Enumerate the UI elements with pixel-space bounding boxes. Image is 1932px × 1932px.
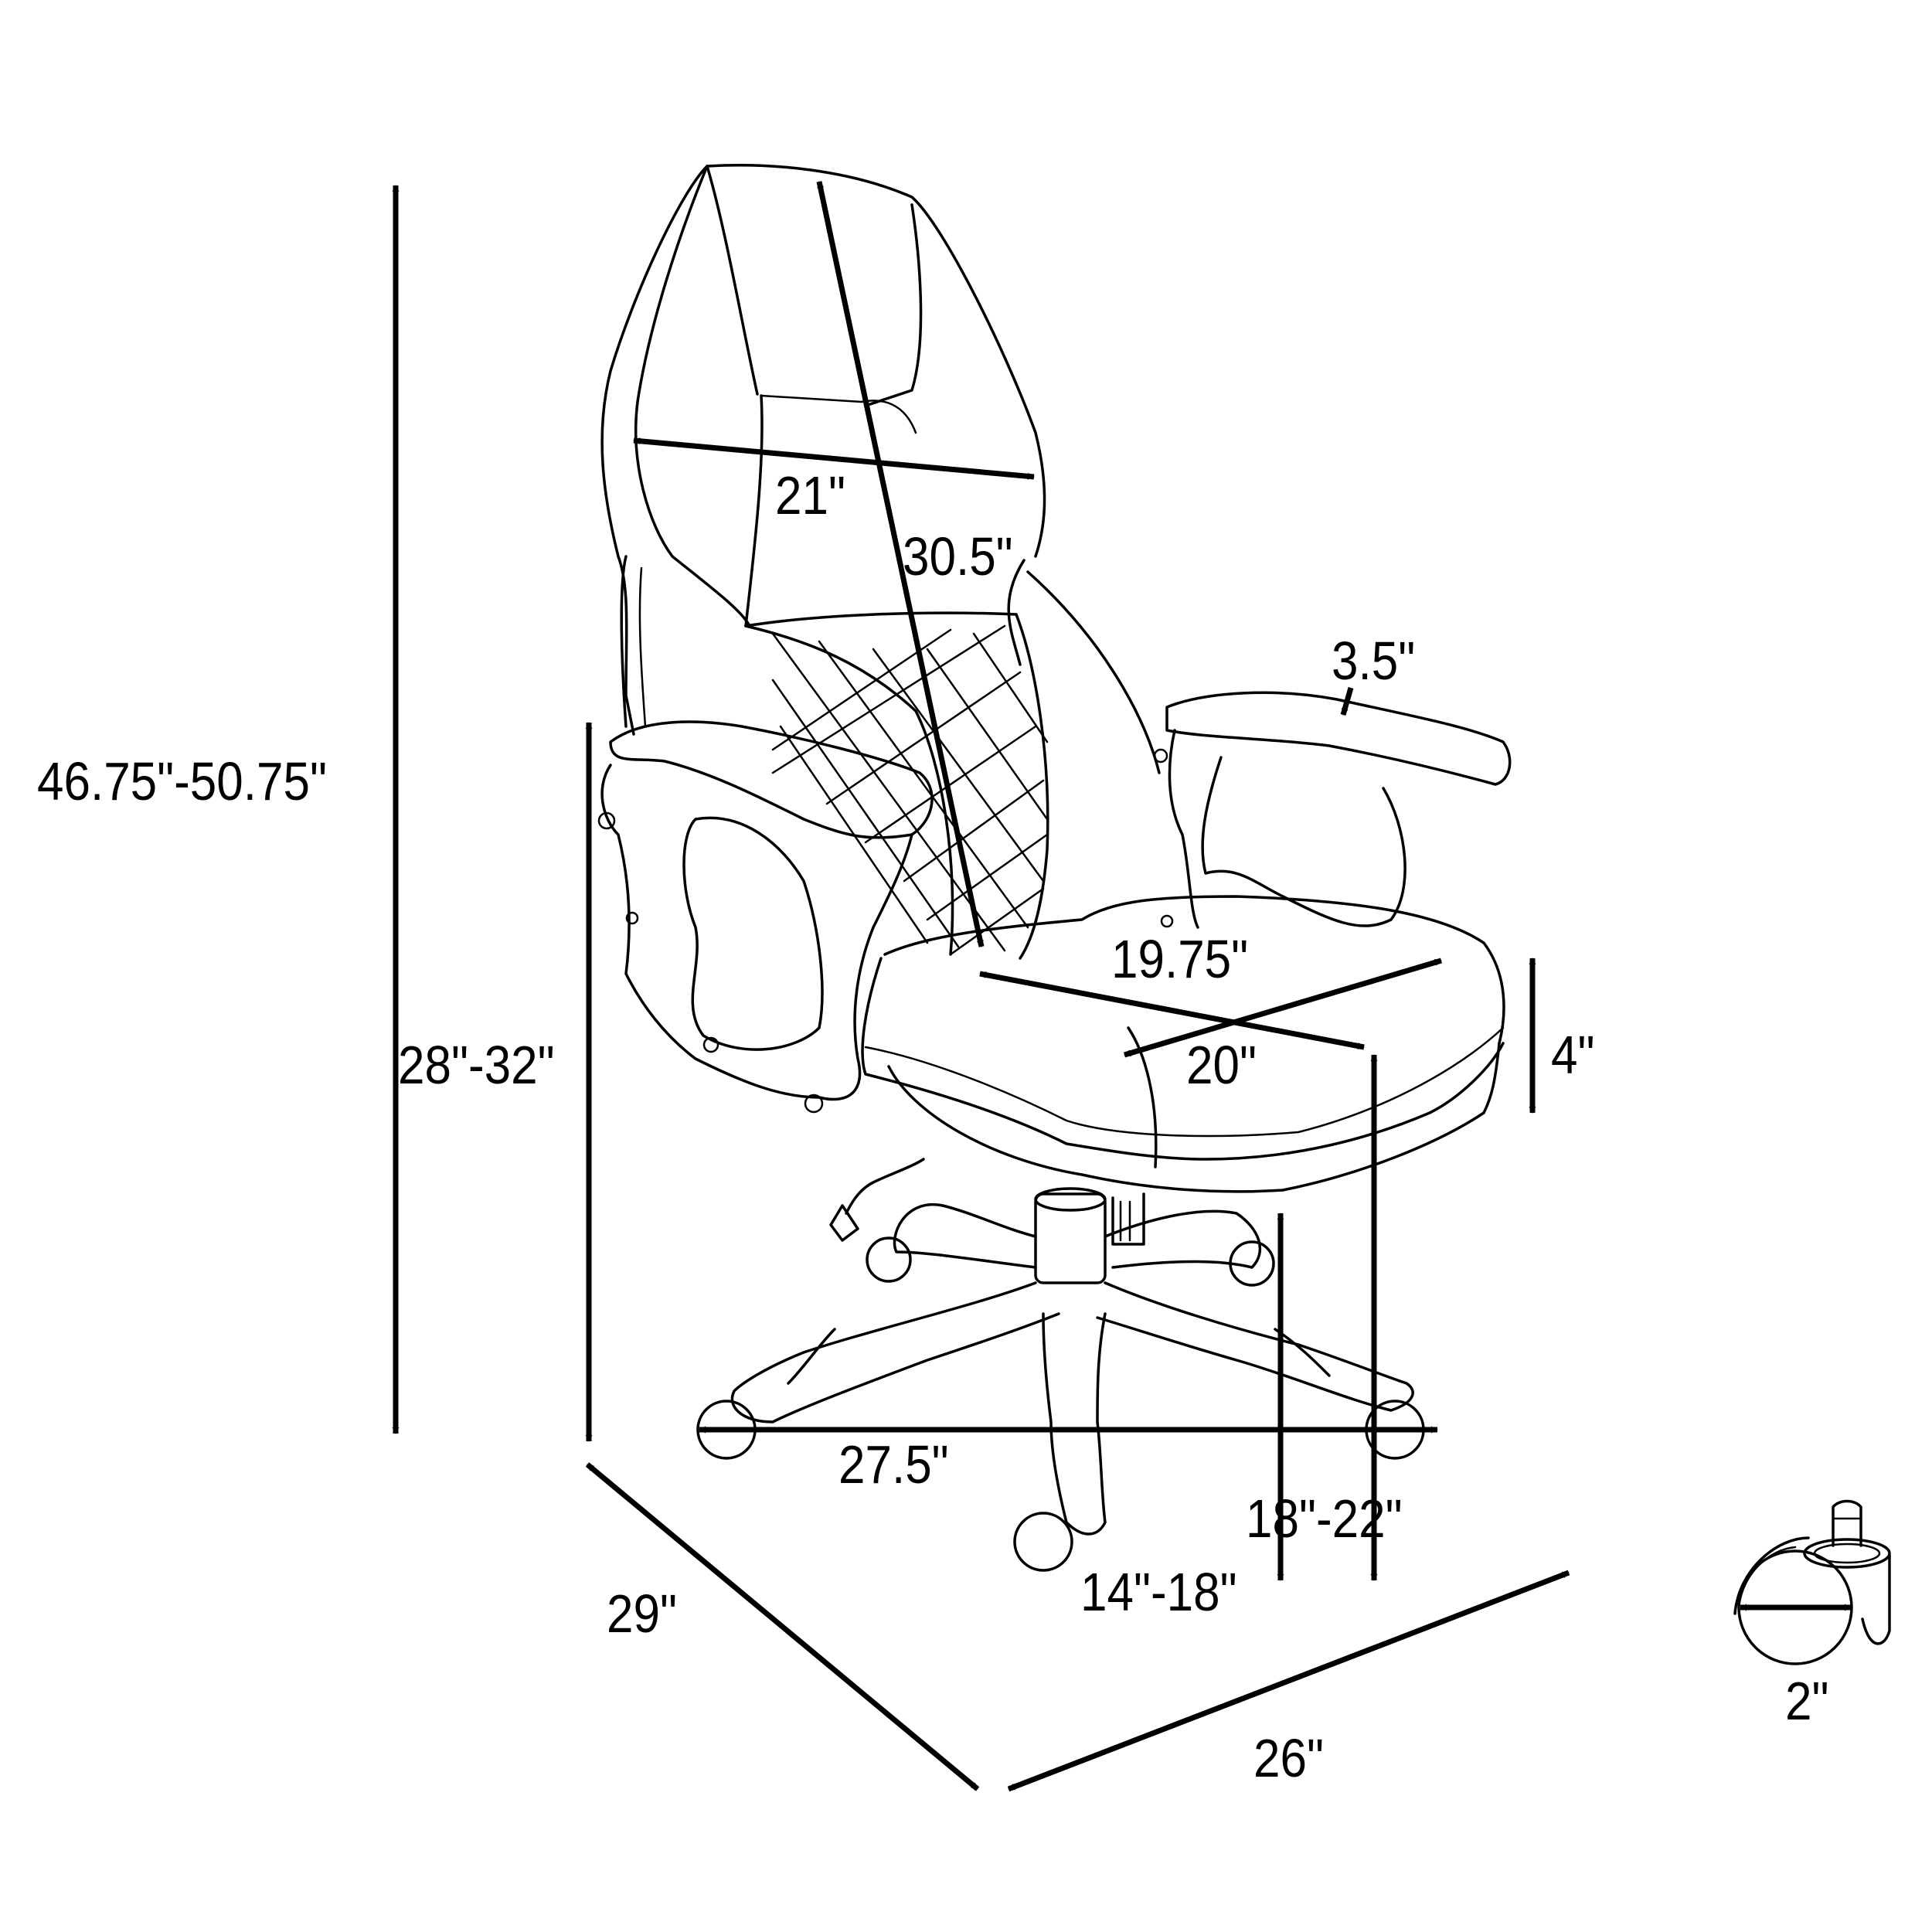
quilt-pattern (771, 624, 1049, 956)
armrest-width-label: 3.5" (1332, 631, 1416, 692)
dimension-lines (392, 181, 1570, 1792)
star-base (696, 1202, 1425, 1572)
seat-thickness-label: 4" (1551, 1026, 1595, 1086)
right-armrest (1153, 691, 1512, 929)
caster-diameter-label: 2" (1785, 1672, 1829, 1732)
overall-height-label: 46.75"-50.75" (37, 752, 327, 812)
caster-detail (1733, 1499, 1891, 1665)
seat-height-label: 18"-22" (1246, 1489, 1403, 1549)
seat-depth-label: 20" (1186, 1036, 1257, 1096)
base-width-label: 27.5" (838, 1435, 949, 1495)
armrest-width-arrow (1340, 687, 1354, 716)
overall-depth-label: 29" (607, 1584, 677, 1645)
mechanism (829, 1158, 1145, 1284)
backrest-height-arrow (816, 181, 985, 947)
seat-depth-arrow (1124, 957, 1442, 1058)
arm-height-label: 28"-32" (398, 1036, 555, 1096)
backrest-height-label: 30.5" (903, 527, 1013, 587)
seat-width-label: 19.75" (1111, 930, 1249, 990)
overall-depth-arrow (585, 1462, 980, 1791)
backrest-width-label: 21" (775, 466, 845, 526)
overall-width-label: 26" (1253, 1729, 1324, 1789)
left-armrest (597, 720, 934, 1114)
gas-lift-height-label: 14"-18" (1080, 1563, 1237, 1623)
overall-width-arrow (1007, 1570, 1570, 1792)
